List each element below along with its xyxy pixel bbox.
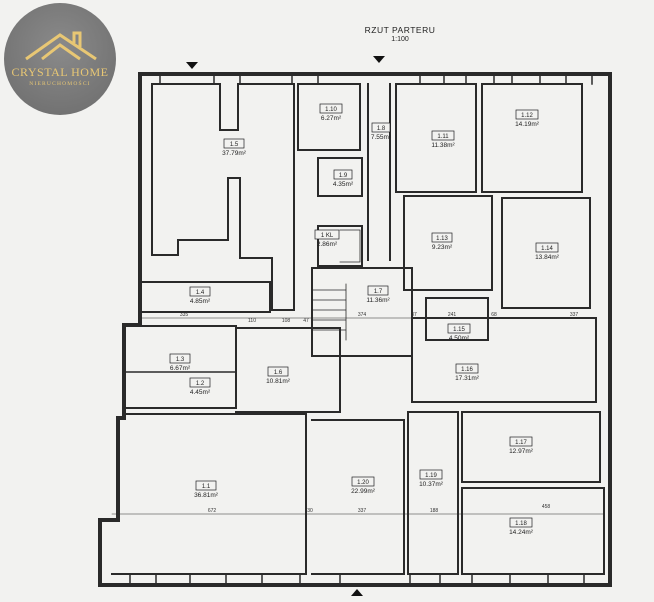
room-id-label: 1.4 — [196, 290, 205, 296]
room-id-label: 1.6 — [274, 370, 283, 376]
room-area-label: 22.99m² — [351, 488, 376, 495]
dimension-label: 241 — [448, 312, 457, 318]
room-id-label: 1.8 — [377, 126, 386, 132]
room-area-label: 10.81m² — [266, 378, 291, 385]
room-id-label: 1.12 — [521, 113, 533, 119]
dimension-label: 68 — [491, 312, 497, 318]
dimension-label: 672 — [208, 508, 217, 514]
room-id-label: 1.16 — [461, 367, 473, 373]
logo-name: CRYSTAL HOME — [11, 65, 109, 79]
room-id-label: 1.7 — [374, 289, 383, 295]
room-id-label: 1.2 — [196, 381, 205, 387]
room-area-label: 4.50m² — [449, 335, 470, 342]
room-id-label: 1.3 — [176, 357, 185, 363]
plan-scale: 1:100 — [391, 36, 409, 43]
room-id-label: 1.17 — [515, 440, 527, 446]
room-area-label: 37.79m² — [222, 150, 247, 157]
room-id-label: 1.14 — [541, 246, 553, 252]
room-area-label: 4.85m² — [190, 298, 211, 305]
dimension-label: 47 — [303, 318, 309, 324]
room-id-label: 1.11 — [437, 134, 449, 140]
logo-subtitle: NIERUCHOMOŚCI — [29, 81, 91, 87]
room-area-label: 2.86m² — [317, 241, 338, 248]
room-area-label: 14.24m² — [509, 529, 534, 536]
room-area-label: 7.55m² — [371, 134, 392, 141]
room-area-label: 13.84m² — [535, 254, 560, 261]
dimension-label: 335 — [180, 312, 189, 318]
room-id-label: 1.10 — [325, 107, 337, 113]
room-id-label: 1.20 — [357, 480, 369, 486]
room-area-label: 17.31m² — [455, 375, 480, 382]
room-id-label: 1.9 — [339, 173, 348, 179]
room-area-label: 4.35m² — [333, 181, 354, 188]
room-id-label: 1.1 — [202, 484, 211, 490]
dimension-label: 337 — [570, 312, 579, 318]
room-id-label: 1.13 — [436, 236, 448, 242]
company-logo: CRYSTAL HOME NIERUCHOMOŚCI — [4, 3, 116, 115]
room-area-label: 10.37m² — [419, 481, 444, 488]
dimension-label: 37 — [411, 312, 417, 318]
dimension-label: 374 — [358, 312, 367, 318]
dimension-label: 458 — [542, 504, 551, 510]
room-id-label: 1.15 — [453, 327, 465, 333]
dimension-label: 337 — [358, 508, 367, 514]
plan-title: RZUT PARTERU — [364, 25, 436, 35]
dimension-label: 110 — [248, 318, 256, 324]
room-area-label: 14.19m² — [515, 121, 540, 128]
dimension-label: 188 — [430, 508, 439, 514]
room-area-label: 4.45m² — [190, 389, 211, 396]
room-area-label: 11.36m² — [366, 297, 390, 304]
room-area-label: 6.67m² — [170, 365, 191, 372]
room-area-label: 6.27m² — [321, 115, 342, 122]
room-id-label: 1 KL — [321, 233, 334, 239]
room-id-label: 1.5 — [230, 142, 239, 148]
room-area-label: 12.97m² — [509, 448, 534, 455]
room-area-label: 11.38m² — [431, 142, 455, 149]
room-area-label: 9.23m² — [432, 244, 453, 251]
dimension-label: 30 — [307, 508, 313, 514]
room-id-label: 1.19 — [425, 473, 437, 479]
room-id-label: 1.18 — [515, 521, 527, 527]
room-area-label: 36.81m² — [194, 492, 219, 499]
house-roof-icon — [25, 31, 97, 61]
dimension-label: 108 — [282, 318, 291, 324]
